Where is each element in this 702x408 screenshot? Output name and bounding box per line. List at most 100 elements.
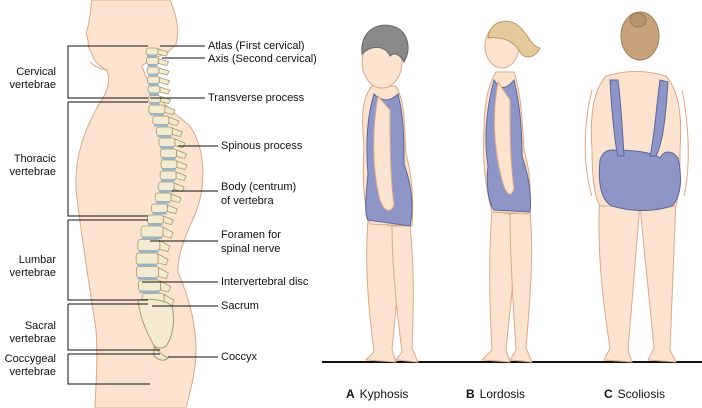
vertebra-16: [146, 214, 164, 224]
foramen-line2: spinal nerve: [221, 243, 281, 255]
figure-scoliosis: [584, 11, 689, 363]
lumbar-label-line1: Lumbar: [18, 254, 56, 266]
disc-20: [137, 277, 158, 280]
caption-b-text: Lordosis: [479, 387, 526, 401]
spinous-process-label: Spinous process: [221, 140, 303, 152]
vertebra-4: [147, 85, 161, 94]
right-leaders: [142, 45, 218, 358]
disc-1: [147, 64, 158, 67]
spinous-process-2: [158, 67, 170, 76]
disc-6: [149, 113, 164, 116]
coccyx: [153, 344, 169, 361]
caption-a-text: Kyphosis: [359, 387, 409, 401]
coccygeal-label: Coccygeal vertebrae: [0, 353, 56, 379]
caption-scoliosis: C Scoliosis: [604, 387, 665, 401]
thoracic-label-line2: vertebrae: [9, 166, 56, 178]
disc-7: [153, 124, 168, 127]
disc-9: [159, 146, 174, 149]
disc-19: [137, 264, 158, 266]
disc-18: [138, 250, 159, 253]
left-brackets: [67, 45, 160, 385]
vertebra-6: [148, 104, 166, 114]
disc-4: [149, 93, 159, 95]
vertebra-7: [152, 115, 170, 125]
vertebra-8: [155, 126, 173, 136]
spinous-process-12: [175, 171, 187, 181]
thoracic-label: Thoracic vertebrae: [0, 153, 56, 179]
disc-2: [148, 74, 159, 76]
vertebra-body-line1: Body (centrum): [221, 181, 297, 193]
atlas-label: Atlas (First cervical): [208, 40, 305, 52]
body-silhouette: [75, 0, 204, 408]
foramen-line1: Foramen for: [221, 229, 281, 241]
cervical-label-line1: Cervical: [16, 66, 56, 78]
disc-13: [159, 190, 174, 193]
spinous-process-17: [162, 226, 174, 239]
spinous-process-15: [167, 204, 179, 214]
vertebra-13: [157, 181, 175, 191]
lumbar-label-line2: vertebrae: [9, 267, 56, 279]
caption-a-letter: A: [346, 387, 355, 401]
lumbar-label: Lumbar vertebrae: [0, 254, 56, 280]
disc-16: [148, 223, 163, 226]
disc-12: [161, 179, 176, 182]
sacrum-label: Sacrum: [221, 300, 259, 312]
vertebra-17: [140, 225, 164, 238]
spinous-process-0: [157, 48, 169, 57]
vertebra-5: [148, 95, 161, 103]
figure-lordosis: [480, 20, 541, 363]
vertebra-1: [146, 57, 159, 65]
vertebra-14: [154, 192, 172, 202]
disc-10: [161, 157, 176, 160]
disc-17: [142, 237, 163, 239]
spinous-process-19: [157, 253, 169, 266]
sacral-label-line1: Sacral: [24, 320, 56, 332]
foramen-label: Foramen for spinal nerve: [221, 228, 281, 256]
spine: [135, 47, 188, 361]
coccygeal-label-line1: Coccygeal: [4, 353, 56, 365]
caption-lordosis: B Lordosis: [466, 387, 525, 401]
cervical-label: Cervical vertebrae: [0, 66, 56, 92]
spinous-process-6: [164, 105, 176, 115]
sacral-label: Sacral vertebrae: [0, 320, 56, 346]
spinous-process-7: [168, 116, 180, 126]
vertebra-19: [135, 252, 159, 265]
vertebra-15: [151, 203, 168, 213]
transverse-process-label: Transverse process: [208, 92, 305, 104]
sacral-label-line2: vertebrae: [9, 333, 56, 345]
cervical-label-line2: vertebrae: [9, 79, 56, 91]
thoracic-label-line1: Thoracic: [13, 153, 56, 165]
disc-15: [152, 212, 167, 215]
coccygeal-label-line2: vertebrae: [9, 366, 56, 378]
axis-label: Axis (Second cervical): [208, 53, 317, 65]
caption-c-letter: C: [604, 387, 613, 401]
vertebra-0: [145, 47, 159, 56]
disc-8: [157, 135, 172, 138]
spinous-process-3: [159, 76, 171, 85]
vertebra-body-label: Body (centrum) of vertebra: [221, 180, 296, 208]
disc-5: [149, 102, 160, 105]
vertebra-2: [146, 66, 160, 75]
disc-0: [147, 55, 158, 57]
caption-b-letter: B: [466, 387, 475, 401]
disc-3: [148, 83, 159, 86]
spinous-process-10: [176, 149, 188, 159]
vertebra-9: [158, 137, 176, 147]
vertebra-10: [160, 148, 177, 158]
spinous-process-20: [158, 266, 169, 279]
spinous-process-9: [174, 138, 186, 148]
caption-kyphosis: A Kyphosis: [346, 387, 408, 401]
vertebra-20: [136, 266, 159, 278]
spinous-process-14: [170, 193, 182, 203]
sacrum: [137, 298, 175, 349]
vertebra-3: [147, 76, 160, 84]
spinous-process-11: [176, 160, 188, 170]
spinous-process-21: [160, 280, 172, 293]
figure-kyphosis: [361, 24, 419, 363]
spinous-process-18: [159, 239, 171, 252]
caption-c-text: Scoliosis: [617, 387, 666, 401]
disc-21: [139, 291, 160, 293]
spinous-process-8: [171, 127, 183, 137]
vertebra-11: [160, 159, 178, 169]
